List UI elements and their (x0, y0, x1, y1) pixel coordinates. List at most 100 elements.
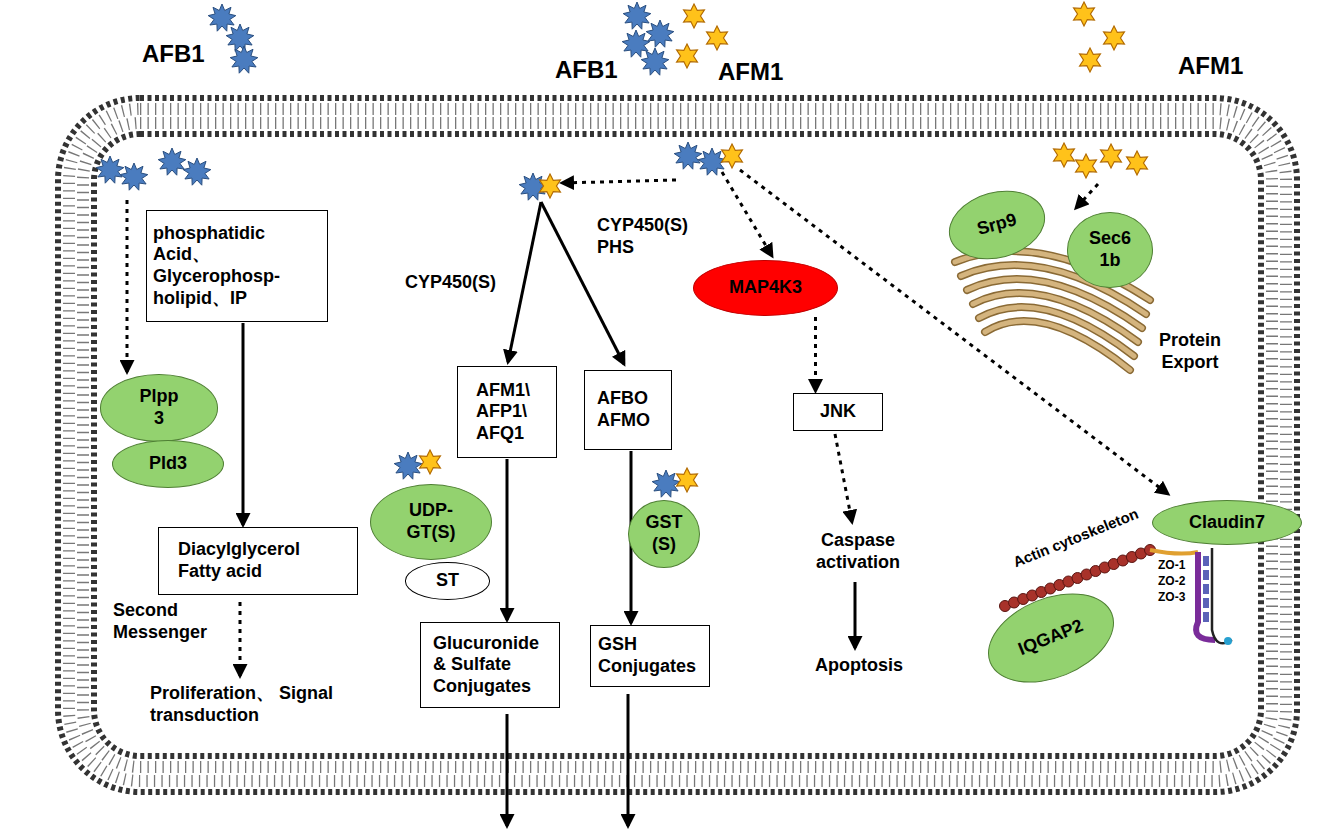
annotation-text: Second Messenger (113, 600, 223, 643)
annotation-text: Protein Export (1146, 330, 1234, 373)
annotation-text: Apoptosis (815, 655, 903, 677)
claudin-strand (1212, 548, 1232, 643)
er-lumen (985, 321, 1130, 370)
enzyme-oval: UDP-GT(S) (370, 484, 492, 560)
product-box: GSH Conjugates (590, 625, 710, 687)
zo-dot (1224, 637, 1232, 645)
afb1-icon (96, 156, 124, 183)
afb1-icon (652, 470, 680, 497)
afm1-icon (1054, 143, 1075, 167)
lipid-heads (94, 134, 1261, 756)
annotation-text: CYP450(S) (405, 272, 496, 294)
afm1-icon (684, 4, 705, 28)
node-text: Srp9 (975, 209, 1019, 240)
zo-segment (1203, 612, 1209, 622)
zo-segment (1203, 598, 1209, 608)
afm1-icon (540, 174, 561, 198)
protein-oval: Sec6 1b (1067, 212, 1153, 288)
lipid-tails (83, 123, 1272, 767)
afm1-icon (1074, 2, 1095, 26)
protein-box: JNK (793, 393, 883, 431)
node-text: ST (436, 570, 459, 592)
solid-arrow (506, 714, 509, 826)
afm1-icon (677, 44, 698, 68)
node-text: GSH Conjugates (598, 634, 702, 677)
protein-oval: Plpp 3 (100, 374, 218, 441)
afb1-icon (394, 452, 422, 479)
node-text: phosphatidic Acid、 Glycerophosp- holipid… (153, 223, 321, 309)
toxin-label: AFB1 (142, 40, 205, 69)
afb1-icon (646, 20, 674, 47)
afm1-icon (707, 26, 728, 50)
node-text: AFBO AFMO (597, 388, 659, 431)
node-text: MAP4K3 (729, 277, 802, 299)
node-text: UDP-GT(S) (403, 500, 459, 543)
protein-oval: Srp9 (941, 180, 1053, 269)
annotation-text: ZO-2 (1158, 574, 1185, 588)
metabolite-box: AFM1\ AFP1\ AFQ1 (457, 366, 557, 458)
cell-membrane (58, 98, 1297, 792)
toxin-label: AFM1 (1178, 52, 1243, 81)
solid-arrow (854, 582, 857, 648)
dotted-arrow (740, 170, 1168, 494)
annotation-text: Caspase activation (806, 530, 910, 573)
node-text: GST (S) (641, 512, 686, 555)
er-lumen (979, 307, 1134, 356)
er-membrane (979, 307, 1134, 356)
afb1-icon (641, 48, 669, 75)
dotted-arrow (126, 200, 129, 372)
dotted-arrow (239, 602, 242, 676)
connector-arrow (506, 459, 509, 620)
dotted-arrow (722, 172, 772, 256)
afb1-icon (674, 142, 702, 169)
zo-segment (1203, 584, 1209, 594)
node-text: AFM1\ AFP1\ AFQ1 (476, 380, 538, 445)
arrows (127, 170, 1168, 826)
lipid-heads (58, 98, 1297, 792)
zo-segment (1203, 556, 1209, 566)
afb1-icon (183, 158, 211, 185)
er-lumen (973, 293, 1138, 342)
afm1-icon (1076, 154, 1097, 178)
metabolite-box: Diacylglycerol Fatty acid (158, 527, 358, 595)
afb1-icon (120, 163, 148, 190)
toxin-label: AFM1 (718, 58, 783, 87)
afb1-icon (158, 148, 186, 175)
annotation-text: ZO-3 (1158, 590, 1185, 604)
node-text: JNK (820, 401, 856, 423)
afm1-icon (722, 144, 743, 168)
afb1-icon (226, 24, 254, 51)
protein-oval: IQGAP2 (975, 576, 1127, 700)
connector-arrow (814, 317, 817, 391)
toxin-icons (96, 2, 1147, 497)
er-membrane (973, 293, 1138, 342)
dotted-arrow (562, 180, 676, 183)
protein-oval: Claudin7 (1152, 500, 1302, 545)
node-text: Plpp 3 (134, 386, 184, 429)
annotation-text: CYP450(S) PHS (597, 215, 697, 258)
solid-arrow (627, 694, 630, 826)
connector-arrow (242, 323, 245, 525)
afm1-icon (1127, 151, 1148, 175)
metabolite-box: phosphatidic Acid、 Glycerophosp- holipid… (146, 210, 328, 322)
afm1-icon (1080, 48, 1101, 72)
lipid-tails (69, 109, 1286, 781)
node-text: Claudin7 (1189, 512, 1265, 534)
annotation-text: ZO-1 (1158, 558, 1185, 572)
er-membrane (985, 321, 1130, 370)
enzyme-oval: GST (S) (628, 500, 700, 568)
afm1-icon (677, 468, 698, 492)
afm1-icon (1101, 144, 1122, 168)
solid-arrow (508, 202, 541, 362)
afm1-icon (1104, 26, 1125, 50)
protein-oval: Pld3 (112, 440, 224, 488)
zo-segment (1203, 570, 1209, 580)
annotation-text: Actin cytoskeleton (1010, 505, 1140, 572)
node-text: Pld3 (149, 453, 187, 475)
toxin-label: AFB1 (555, 56, 618, 85)
zo-anchor (1150, 550, 1198, 554)
annotation-text: Proliferation、 Signal transduction (150, 683, 335, 726)
dotted-arrow (1076, 184, 1098, 208)
enzyme-oval: ST (405, 562, 490, 599)
